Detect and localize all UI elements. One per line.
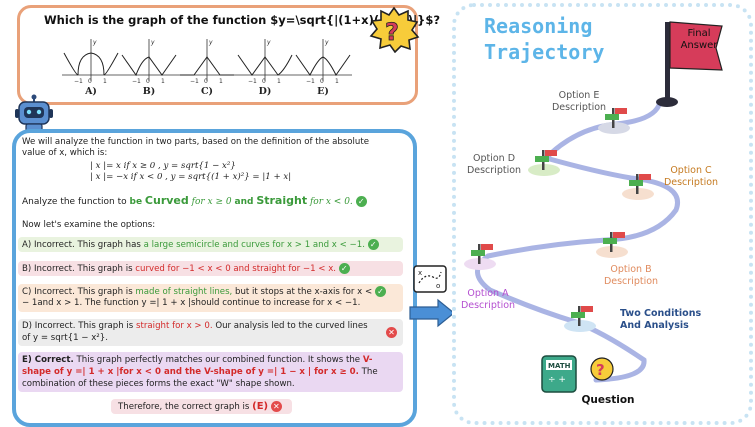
- graph-b-label: B): [142, 86, 156, 97]
- svg-text:0: 0: [320, 78, 324, 85]
- option-e-text-1: E) Correct. This graph perfectly matches…: [22, 355, 373, 365]
- svg-text:1: 1: [103, 78, 107, 85]
- question-bubble-small-icon: ?: [590, 357, 614, 381]
- case-1: | x |= x if x ≥ 0 , y = sqrt{1 − x²}: [90, 161, 236, 171]
- strategy-board-icon: xo: [413, 265, 447, 293]
- signpost-a-icon: [464, 244, 496, 270]
- arrow-icon: [409, 298, 455, 328]
- svg-text:MATH: MATH: [548, 362, 571, 370]
- option-c-text-1: C) Incorrect. This graph is made of stra…: [22, 286, 386, 298]
- svg-text:?: ?: [385, 18, 399, 46]
- final-answer-flag-icon: [656, 21, 723, 107]
- option-a-text: A) Incorrect. This graph has a large sem…: [22, 239, 379, 251]
- option-b-row: [18, 261, 403, 276]
- svg-text:x: x: [418, 269, 422, 277]
- check-icon: ✓: [338, 263, 350, 274]
- graph-a-label: A): [85, 86, 97, 97]
- svg-text:−1: −1: [74, 78, 83, 85]
- svg-text:0: 0: [262, 78, 266, 85]
- math-book-icon: MATH ÷ +: [541, 355, 577, 393]
- signpost-analysis-icon: [564, 306, 596, 332]
- question-box: [17, 5, 418, 105]
- signpost-e-icon: [598, 108, 630, 134]
- svg-text:0: 0: [88, 78, 92, 85]
- check-icon: ✓: [355, 196, 367, 207]
- svg-text:y: y: [150, 39, 155, 46]
- svg-text:÷ +: ÷ +: [548, 375, 566, 385]
- option-d-text-1: D) Incorrect. This graph is straight for…: [22, 321, 368, 331]
- cross-icon: ✕: [386, 327, 397, 338]
- option-c-row: [18, 284, 403, 312]
- graph-c-label: C): [200, 86, 214, 97]
- svg-text:?: ?: [596, 361, 605, 379]
- graph-c: y −1 0 1: [178, 39, 236, 85]
- examine-line: Now let's examine the options:: [22, 220, 156, 230]
- svg-text:1: 1: [219, 78, 223, 85]
- svg-text:1: 1: [161, 78, 165, 85]
- signpost-b-icon: [596, 232, 628, 258]
- svg-text:−1: −1: [248, 78, 257, 85]
- question-text: Which is the graph of the function $y=\s…: [44, 13, 441, 27]
- svg-text:1: 1: [335, 78, 339, 85]
- final-answer-label: Final Answer: [680, 28, 718, 51]
- analyze-line: Analyze the function to be Curved for x …: [22, 195, 367, 208]
- option-e-text-2: shape of y =| 1 + x |for x < 0 and the V…: [22, 367, 378, 377]
- option-c-text-2: − 1and x > 1. The function y =| 1 + x |s…: [22, 298, 361, 308]
- svg-text:−1: −1: [132, 78, 141, 85]
- svg-text:−1: −1: [190, 78, 199, 85]
- trajectory-panel: [452, 3, 753, 425]
- option-d-row: [18, 319, 403, 346]
- signpost-d-icon: [528, 150, 560, 176]
- graph-b: y −1 0 1: [120, 39, 178, 85]
- svg-text:0: 0: [204, 78, 208, 85]
- option-d-text-2: of y = sqrt{1 − x²}.: [22, 333, 108, 343]
- robot-icon: [15, 94, 53, 134]
- intro-line-1: We will analyze the function in two part…: [22, 137, 370, 147]
- svg-text:−1: −1: [306, 78, 315, 85]
- case-2: | x |= −x if x < 0 , y = sqrt{(1 + x)²} …: [90, 172, 292, 182]
- trajectory-title: Reasoning Trajectory: [484, 14, 605, 64]
- svg-text:y: y: [208, 39, 213, 46]
- graph-d-label: D): [258, 86, 272, 97]
- graph-a: y −1 0 1: [62, 39, 120, 85]
- intro-line-2: value of x, which is:: [22, 148, 108, 158]
- option-e-text-3: combination of these pieces forms the ex…: [22, 379, 295, 389]
- option-b-text: B) Incorrect. This graph is curved for −…: [22, 263, 350, 275]
- check-icon: ✓: [367, 239, 379, 250]
- svg-text:o: o: [436, 282, 440, 290]
- option-e-row: [18, 352, 403, 392]
- question-label: Question: [581, 394, 635, 406]
- graph-d: y −1 0 1: [236, 39, 294, 85]
- svg-text:y: y: [266, 39, 271, 46]
- conclusion-row: [111, 399, 292, 414]
- svg-text:0: 0: [146, 78, 150, 85]
- cross-icon: ✕: [270, 401, 282, 412]
- question-mark-bubble-icon: ?: [369, 6, 420, 53]
- svg-text:1: 1: [277, 78, 281, 85]
- graph-e: y −1 0 1: [294, 39, 352, 85]
- graph-e-label: E): [317, 86, 329, 97]
- option-a-row: [18, 237, 403, 252]
- svg-text:y: y: [324, 39, 329, 46]
- signpost-c-icon: [622, 174, 654, 200]
- conclusion-text: Therefore, the correct graph is (E) ✕: [118, 401, 282, 413]
- check-icon: ✓: [374, 286, 386, 297]
- svg-text:y: y: [92, 39, 97, 46]
